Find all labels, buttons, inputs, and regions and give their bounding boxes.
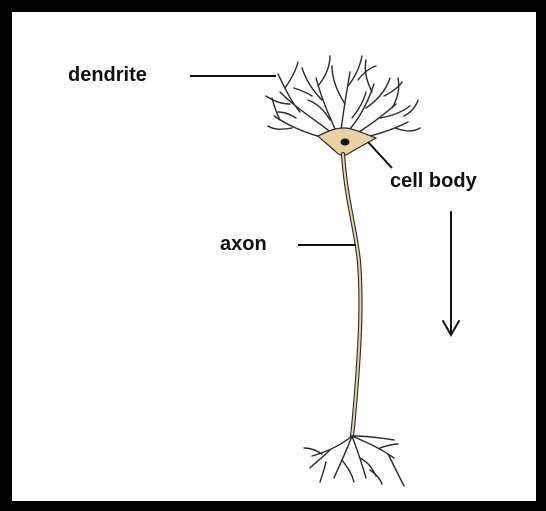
- neuron-diagram: dendrite cell body axon: [12, 12, 536, 501]
- axon-shaft: [343, 154, 360, 436]
- axon-terminals: [304, 436, 404, 486]
- dendrite-tree: [266, 56, 420, 140]
- cell-body-label: cell body: [390, 170, 478, 192]
- diagram-canvas: dendrite cell body axon: [12, 12, 536, 501]
- cell-body-pointer-line: [368, 142, 392, 168]
- down-arrow-icon: [443, 212, 459, 335]
- axon-label: axon: [220, 233, 267, 255]
- dendrite-label: dendrite: [68, 64, 147, 86]
- nucleus: [341, 139, 350, 146]
